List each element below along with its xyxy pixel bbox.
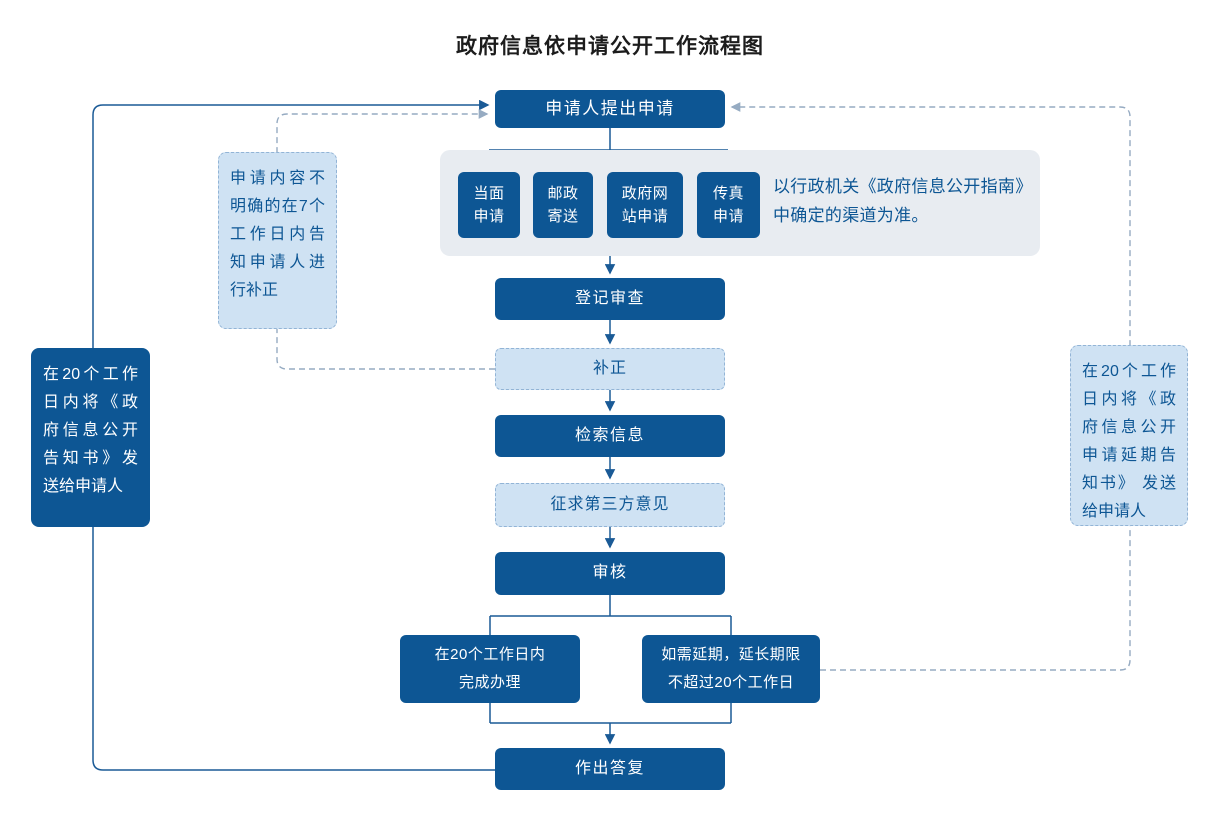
annotation-extension-notice: 在20个工作日内将《政府信息公开申请延期告知书》 发送给申请人 <box>1070 345 1188 526</box>
node-extension: 如需延期，延长期限 不超过20个工作日 <box>642 635 820 703</box>
node-supplement: 补正 <box>495 348 725 390</box>
edge-review-split <box>489 595 732 635</box>
annotation-reply-notice: 在20个工作日内将《政府信息公开告知书》发送给申请人 <box>31 348 150 527</box>
page-title: 政府信息依申请公开工作流程图 <box>456 35 764 58</box>
channel-gov-website: 政府网 站申请 <box>607 172 683 238</box>
node-review: 审核 <box>495 552 725 595</box>
channel-postal-mail: 邮政 寄送 <box>533 172 593 238</box>
channels-note: 以行政机关《政府信息公开指南》 中确定的渠道为准。 <box>773 177 1033 225</box>
node-complete-20-workdays: 在20个工作日内 完成办理 <box>400 635 580 703</box>
edge-apply-to-branch <box>489 128 728 151</box>
node-register-review: 登记审查 <box>495 278 725 320</box>
edge-extension-feedback-loop <box>730 102 1131 671</box>
node-third-party-opinion: 征求第三方意见 <box>495 483 725 527</box>
node-apply: 申请人提出申请 <box>495 90 725 128</box>
node-search-info: 检索信息 <box>495 415 725 457</box>
edge-branches-merge <box>489 703 732 724</box>
channel-in-person: 当面 申请 <box>458 172 520 238</box>
annotation-supplement-note: 申请内容不明确的在7个工作日内告知申请人进行补正 <box>218 152 337 329</box>
channel-fax: 传真 申请 <box>697 172 760 238</box>
node-reply: 作出答复 <box>495 748 725 790</box>
